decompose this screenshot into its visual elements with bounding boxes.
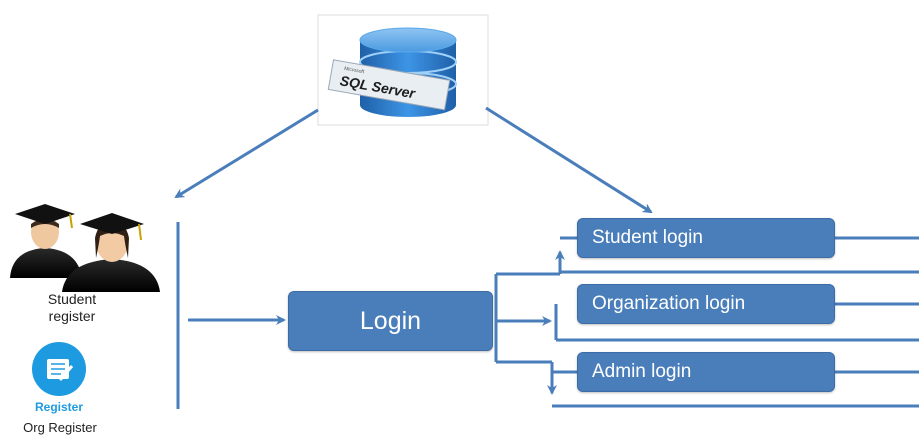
register-icon-label: Register <box>34 400 84 414</box>
student-login-box[interactable]: Student login <box>577 218 835 258</box>
student-login-label: Student login <box>592 227 703 248</box>
login-box[interactable]: Login <box>288 291 493 351</box>
db-to-register-arrow <box>174 108 319 199</box>
register-icon <box>32 342 86 396</box>
admin-login-label: Admin login <box>592 361 692 382</box>
db-to-login-types-arrow <box>485 106 653 214</box>
organization-login-box[interactable]: Organization login <box>577 284 835 324</box>
admin-login-box[interactable]: Admin login <box>577 352 835 392</box>
student-register-label: Student register <box>47 291 97 324</box>
org-register-label: Org Register <box>23 420 97 435</box>
login-label: Login <box>359 306 422 335</box>
login-branch-connectors <box>494 236 919 408</box>
sql-brand-label: Microsoft <box>344 66 366 76</box>
student-graduates-icon <box>10 204 160 292</box>
sql-server-logo-icon: Microsoft SQL Server <box>317 14 489 126</box>
organization-login-label: Organization login <box>592 293 746 314</box>
